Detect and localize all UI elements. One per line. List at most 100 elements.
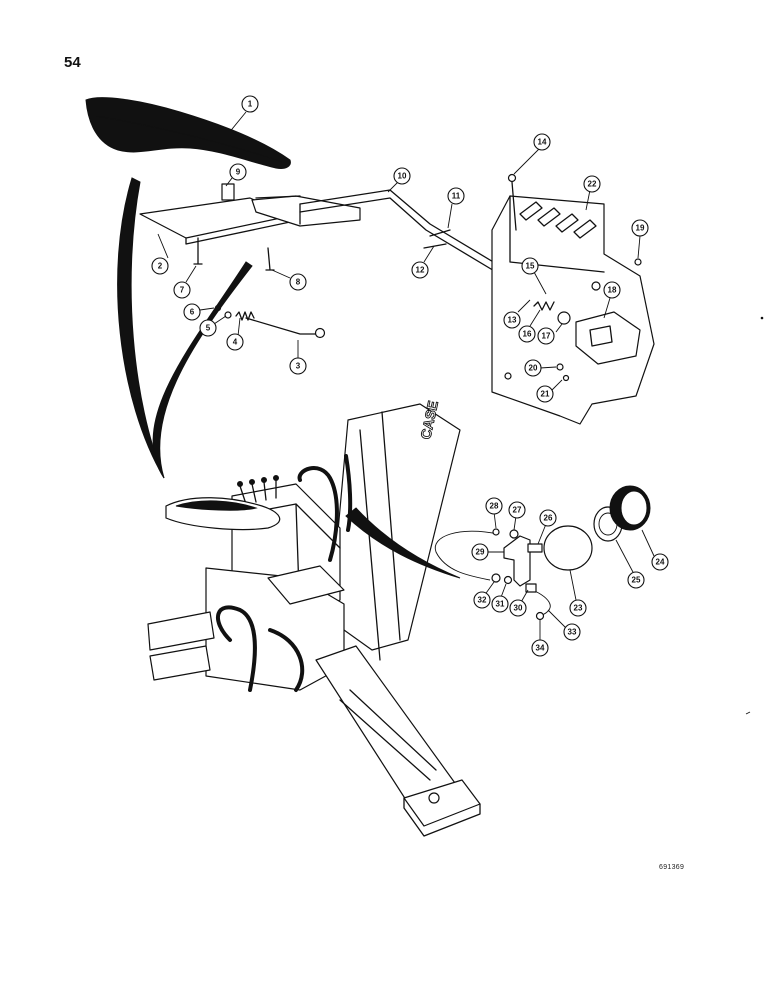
- svg-text:12: 12: [416, 266, 425, 275]
- svg-text:6: 6: [190, 308, 195, 317]
- svg-text:16: 16: [523, 330, 532, 339]
- seat-bolt-right: [265, 247, 275, 271]
- backhoe-dipper: [315, 645, 461, 811]
- control-levers: [237, 475, 279, 505]
- spring-16: [533, 301, 555, 311]
- hydraulic-hose-4: [344, 454, 353, 532]
- callout-12: 12: [411, 261, 429, 279]
- callout-28: 28: [485, 497, 503, 515]
- lamp-rim: [609, 485, 651, 531]
- svg-text:13: 13: [508, 316, 517, 325]
- svg-text:18: 18: [608, 286, 617, 295]
- hydraulic-hose-2: [216, 605, 257, 692]
- lever-link-lower: [423, 243, 447, 249]
- seat-post: [221, 183, 235, 201]
- callout-2: 2: [151, 257, 169, 275]
- scan-speck-2: [745, 711, 751, 715]
- seat-reference-arc: [152, 261, 253, 479]
- callout-30: 30: [509, 599, 527, 617]
- lamp-bolt: [527, 543, 543, 553]
- callout-26: 26: [539, 509, 557, 527]
- svg-text:29: 29: [476, 548, 485, 557]
- seat-bolt-left: [193, 237, 203, 265]
- svg-text:26: 26: [544, 514, 553, 523]
- bracket-hole-1: [591, 281, 601, 291]
- callout-1: 1: [241, 95, 259, 113]
- bracket-slot-2: [537, 207, 561, 227]
- svg-text:10: 10: [398, 172, 407, 181]
- callout-8: 8: [289, 273, 307, 291]
- foot-platform: [267, 565, 345, 605]
- latch-rod: [245, 317, 319, 335]
- callout-27: 27: [508, 501, 526, 519]
- callout-34: 34: [531, 639, 549, 657]
- callout-7: 7: [173, 281, 191, 299]
- work-lamp-assembly: [434, 485, 651, 621]
- pad-pin: [428, 792, 440, 804]
- svg-text:1: 1: [248, 100, 253, 109]
- callout-23: 23: [569, 599, 587, 617]
- nut-20: [556, 363, 564, 371]
- svg-text:2: 2: [158, 262, 163, 271]
- lamp-wire-33: [434, 530, 499, 581]
- bracket-slot-1: [519, 201, 543, 221]
- callout-20: 20: [524, 359, 542, 377]
- svg-text:17: 17: [542, 332, 551, 341]
- svg-text:22: 22: [588, 180, 597, 189]
- callout-22: 22: [583, 175, 601, 193]
- seat-assembly: [85, 97, 361, 339]
- switch-block: [575, 311, 641, 365]
- svg-text:27: 27: [513, 506, 522, 515]
- svg-text:30: 30: [514, 604, 523, 613]
- control-bracket: [491, 173, 655, 425]
- svg-text:33: 33: [568, 628, 577, 637]
- svg-text:31: 31: [496, 600, 505, 609]
- svg-text:4: 4: [233, 338, 238, 347]
- latch-spring: [235, 311, 255, 321]
- nut-27: [509, 529, 519, 539]
- svg-text:20: 20: [529, 364, 538, 373]
- callout-9: 9: [229, 163, 247, 181]
- washer-5: [224, 311, 232, 319]
- grommet-34: [535, 611, 545, 621]
- callout-3: 3: [289, 357, 307, 375]
- callout-6: 6: [183, 303, 201, 321]
- callout-17: 17: [537, 327, 555, 345]
- callout-25: 25: [627, 571, 645, 589]
- svg-text:9: 9: [236, 168, 241, 177]
- backhoe-cylinder: [339, 689, 437, 781]
- left-stabilizer-arm: [147, 611, 215, 651]
- svg-text:11: 11: [452, 192, 461, 201]
- hydraulic-hose-1: [297, 466, 339, 562]
- svg-text:5: 5: [206, 324, 211, 333]
- bracket-hole-2: [504, 372, 512, 380]
- svg-text:7: 7: [180, 286, 185, 295]
- latch-knob: [314, 327, 326, 339]
- callout-29: 29: [471, 543, 489, 561]
- lamp-reference-arc: [345, 507, 461, 579]
- washer-31: [503, 575, 513, 585]
- svg-text:32: 32: [478, 596, 487, 605]
- pivot-17: [557, 311, 571, 325]
- svg-text:34: 34: [536, 644, 545, 653]
- svg-text:28: 28: [490, 502, 499, 511]
- svg-text:23: 23: [574, 604, 583, 613]
- bolt-14-head: [507, 173, 517, 183]
- callout-31: 31: [491, 595, 509, 613]
- page-number: 54: [64, 54, 81, 71]
- svg-text:21: 21: [541, 390, 550, 399]
- seat-pan: [85, 97, 291, 169]
- nut-21: [562, 374, 570, 382]
- left-stabilizer-arm-2: [149, 645, 211, 681]
- seat-reference-arc-outer: [117, 177, 165, 479]
- callout-5: 5: [199, 319, 217, 337]
- bracket-slot-4: [573, 219, 597, 239]
- svg-text:15: 15: [526, 262, 535, 271]
- lamp-bracket: [503, 535, 531, 587]
- bracket-slot-3: [555, 213, 579, 233]
- callout-14: 14: [533, 133, 551, 151]
- lamp-housing: [543, 525, 593, 571]
- backhoe-machine: CASE: [147, 399, 481, 837]
- svg-text:3: 3: [296, 362, 301, 371]
- callout-19: 19: [631, 219, 649, 237]
